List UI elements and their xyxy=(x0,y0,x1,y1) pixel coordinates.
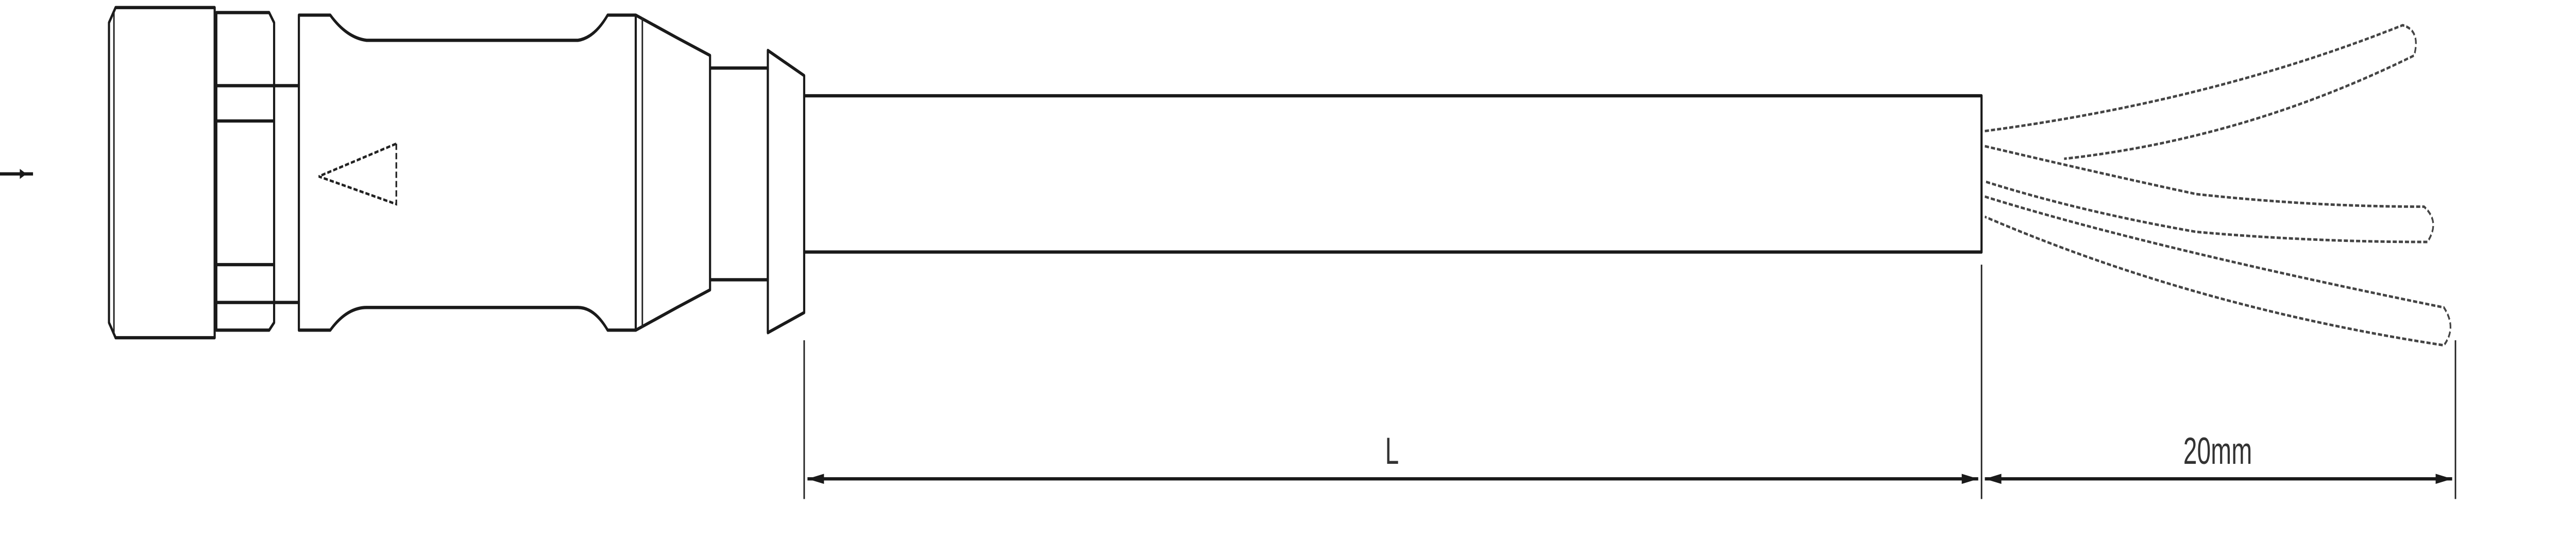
dimension-l: L xyxy=(803,265,1982,499)
flared-ring xyxy=(767,48,805,335)
dimension-20mm: 20mm xyxy=(1985,340,2456,499)
wires xyxy=(1985,24,2451,347)
direction-triangle-icon xyxy=(318,142,397,206)
ring xyxy=(215,11,299,332)
coupling-nut xyxy=(108,6,216,340)
wire-bottom xyxy=(1985,195,2451,347)
collar xyxy=(710,66,769,282)
cable-jacket xyxy=(804,94,1983,254)
left-arrow-icon xyxy=(0,169,33,179)
connector-body xyxy=(298,13,637,332)
cone xyxy=(635,13,711,332)
wire-middle xyxy=(1985,145,2434,243)
dimension-label-20mm: 20mm xyxy=(2183,430,2252,473)
wire-top xyxy=(1985,24,2417,160)
dimension-label-l: L xyxy=(1385,430,1399,473)
